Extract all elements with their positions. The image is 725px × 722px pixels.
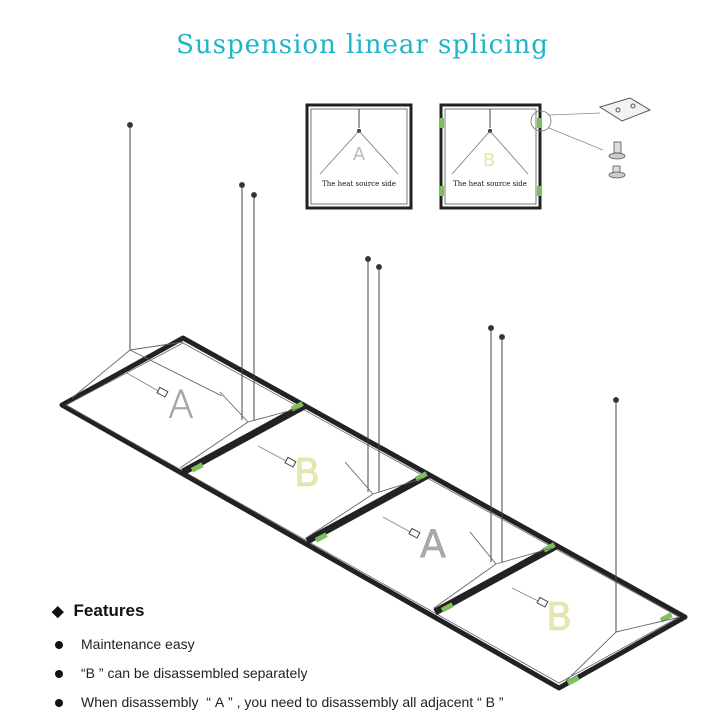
features-heading: ◆ Features bbox=[52, 601, 144, 621]
inset-panel-b: B The heat source side bbox=[439, 103, 542, 210]
bullet-icon bbox=[55, 670, 63, 679]
feature-item: “B ” can be disassembled separately bbox=[55, 665, 307, 681]
inset-panel-a: A The heat source side bbox=[305, 103, 413, 210]
panel-letter-b: B bbox=[546, 595, 572, 639]
bullet-icon bbox=[55, 699, 63, 708]
panel-letter-b: B bbox=[294, 451, 320, 495]
feature-item: Maintenance easy bbox=[55, 636, 195, 652]
page-title: Suspension linear splicing bbox=[176, 30, 549, 60]
feature-text: Maintenance easy bbox=[81, 636, 195, 652]
panel-assembly: A B A B bbox=[59, 122, 688, 691]
panel-letter-a: A bbox=[168, 383, 194, 427]
connector-detail bbox=[530, 97, 652, 179]
diamond-icon: ◆ bbox=[52, 603, 64, 620]
feature-item: When disassembly “ A ” , you need to dis… bbox=[55, 694, 504, 710]
inset-letter-a: A bbox=[353, 144, 366, 165]
bullet-icon bbox=[55, 641, 63, 650]
features-title: Features bbox=[73, 601, 145, 620]
screw-icon bbox=[608, 141, 626, 160]
inset-caption-b: The heat source side bbox=[453, 180, 527, 188]
feature-text: “B ” can be disassembled separately bbox=[81, 665, 308, 681]
inset-caption-a: The heat source side bbox=[322, 180, 396, 188]
screw-icon bbox=[608, 165, 626, 179]
inset-letter-b: B bbox=[483, 150, 495, 171]
feature-text: When disassembly “ A ” , you need to dis… bbox=[81, 694, 504, 710]
panel-letter-a: A bbox=[420, 522, 446, 566]
